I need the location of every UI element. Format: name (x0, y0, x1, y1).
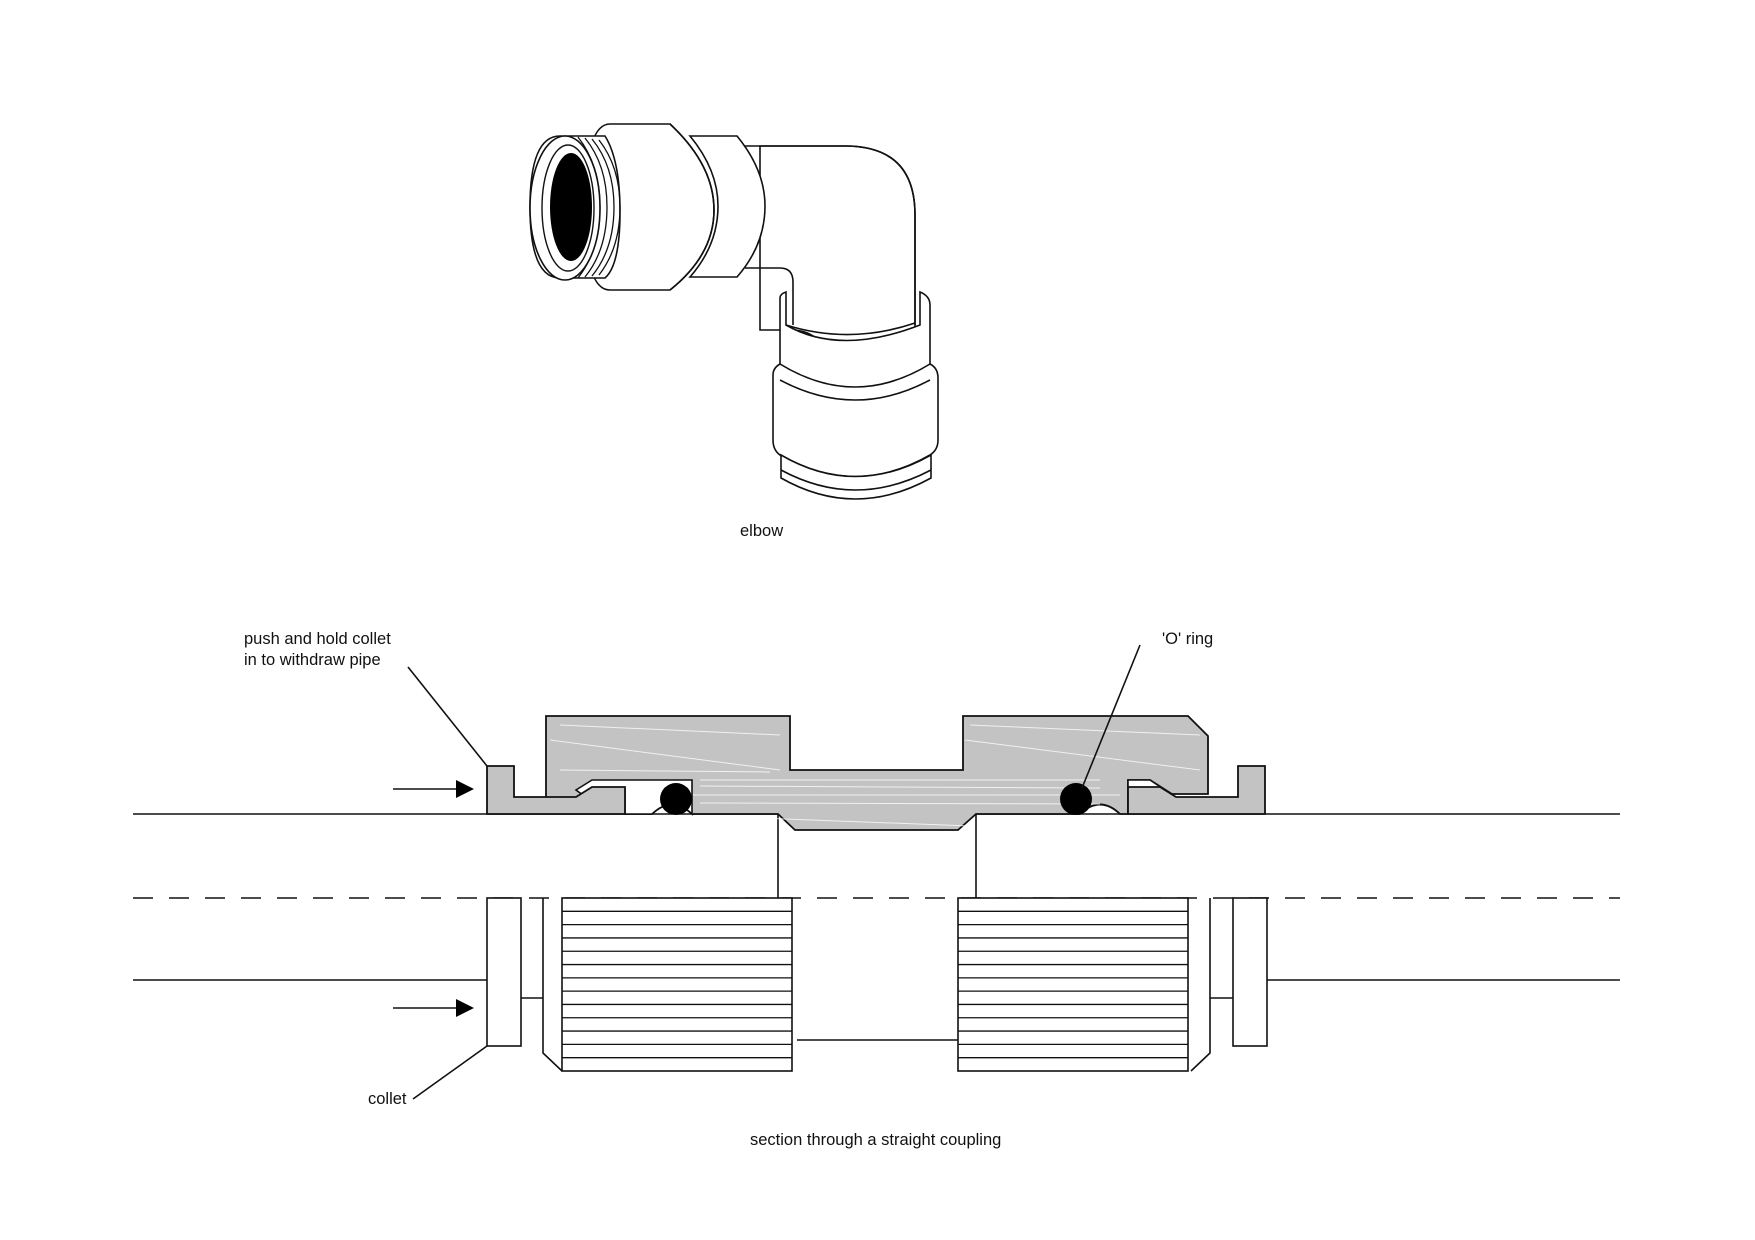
grip-ring-outline (561, 897, 793, 1072)
left-collet-step (521, 898, 563, 1072)
coupling-caption: section through a straight coupling (750, 1131, 1001, 1149)
collet-leader (412, 1045, 488, 1100)
elbow-outer-curve (745, 145, 916, 325)
o-ring-leader (1081, 644, 1141, 789)
elbow-lower-sleeve (772, 363, 939, 478)
elbow-thread-2 (584, 137, 608, 278)
arrow-head-icon (456, 999, 474, 1017)
left-collet-exterior (486, 897, 522, 1047)
right-collet-section (1127, 765, 1266, 815)
push-arrow-upper (393, 780, 474, 798)
right-grip-ring (957, 897, 1189, 1072)
arrow-head-icon (456, 780, 474, 798)
elbow-thread-4 (598, 139, 621, 276)
elbow-inner-curve (745, 267, 794, 325)
push-arrow-lower (393, 999, 474, 1017)
section-shading (549, 724, 1201, 827)
right-collet-exterior (1232, 897, 1268, 1047)
elbow-caption: elbow (740, 522, 783, 540)
elbow-nut-edge (669, 123, 715, 291)
right-o-ring (1060, 783, 1092, 815)
coupling-section (133, 644, 1620, 1100)
grip-ring-outline (957, 897, 1189, 1072)
collet-label: collet (368, 1090, 407, 1108)
push-collet-label-line-2: in to withdraw pipe (244, 651, 381, 669)
elbow-collar-edge (785, 322, 916, 336)
elbow-neck (688, 135, 766, 278)
elbow-fitting-icon (529, 123, 939, 500)
elbow-collet-line (780, 469, 932, 491)
o-ring-label: 'O' ring (1162, 630, 1213, 648)
push-collet-label-line-1: push and hold collet (244, 630, 391, 648)
elbow-bore (550, 153, 592, 261)
elbow-collet-ring (780, 453, 932, 500)
left-collet-section (486, 765, 626, 815)
push-collet-leader (407, 666, 488, 767)
left-grip-ring (561, 897, 793, 1072)
left-o-ring (660, 783, 692, 815)
right-collet-step (1190, 898, 1233, 1072)
elbow-sleeve-band (779, 379, 931, 401)
elbow-thread-3 (591, 138, 615, 277)
